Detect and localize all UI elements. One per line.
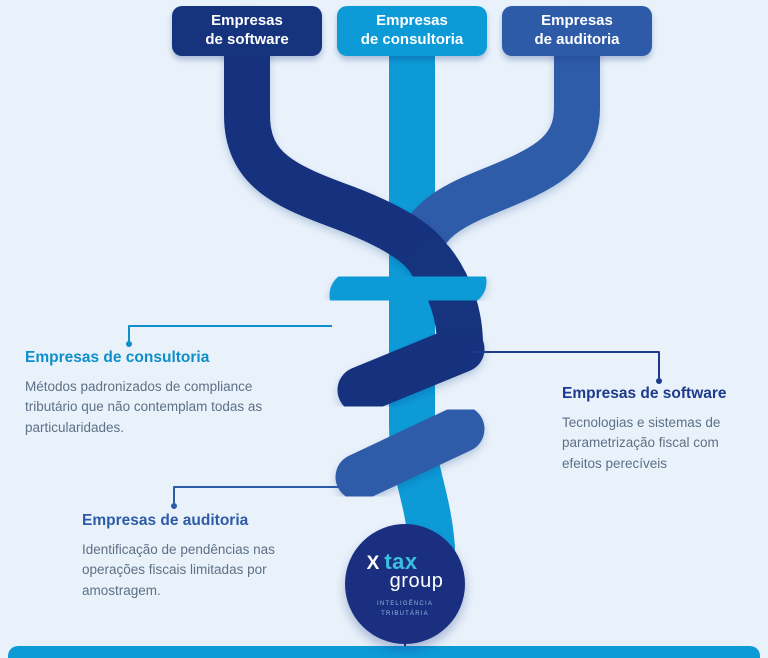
callout-line-consultoria (128, 325, 332, 342)
braid-segment-auditoria (335, 405, 485, 501)
chip-empresas-de-auditoria: Empresas de auditoria (502, 6, 652, 56)
chip-label-line1: Empresas (211, 12, 283, 30)
braid-segment-software (337, 325, 485, 414)
callout-consultoria: Empresas de consultoria Métodos padroniz… (25, 349, 280, 438)
logo-name-light: group (389, 569, 444, 592)
bottom-bar (8, 646, 760, 658)
callout-title-consultoria: Empresas de consultoria (25, 349, 210, 366)
rope-software-arm (224, 7, 455, 287)
taxgroup-wordmark: X tax group (367, 549, 444, 593)
chip-label-line2: de consultoria (360, 31, 464, 48)
callout-dot-software (656, 378, 662, 384)
taxgroup-logo: X tax group INTELIGÊNCIA TRIBUTÁRIA (345, 524, 465, 644)
callout-body-auditoria: Identificação de pendências nas operaçõe… (82, 542, 275, 598)
braid-segment-consultoria (329, 258, 487, 319)
chip-empresas-de-consultoria: Empresas de consultoria (337, 6, 487, 56)
logo-tagline-line2: TRIBUTÁRIA (381, 610, 429, 617)
callout-dot-auditoria (171, 503, 177, 509)
callout-body-software: Tecnologias e sistemas de parametrização… (562, 415, 721, 471)
callout-title-auditoria: Empresas de auditoria (82, 512, 249, 529)
callout-body-consultoria: Métodos padronizados de compliance tribu… (25, 379, 263, 435)
logo-x-mark-icon: X (366, 552, 380, 574)
logo-tagline: INTELIGÊNCIA TRIBUTÁRIA (377, 600, 433, 619)
chip-empresas-de-software: Empresas de software (172, 6, 322, 56)
callout-line-auditoria (173, 486, 345, 503)
callout-dot-consultoria (126, 341, 132, 347)
callout-title-software: Empresas de software (562, 385, 727, 402)
rope-auditoria-arm (401, 7, 600, 259)
logo-tagline-line1: INTELIGÊNCIA (376, 600, 434, 607)
chip-label-line2: de auditoria (534, 31, 620, 48)
chip-label-line2: de software (205, 31, 289, 48)
callout-auditoria: Empresas de auditoria Identificação de p… (82, 512, 314, 601)
callout-software: Empresas de software Tecnologias e siste… (562, 385, 757, 474)
chip-label-line1: Empresas (376, 12, 448, 30)
callout-line-software (472, 351, 660, 378)
chip-label-line1: Empresas (541, 12, 613, 30)
logo-name-bold: tax (384, 548, 418, 574)
